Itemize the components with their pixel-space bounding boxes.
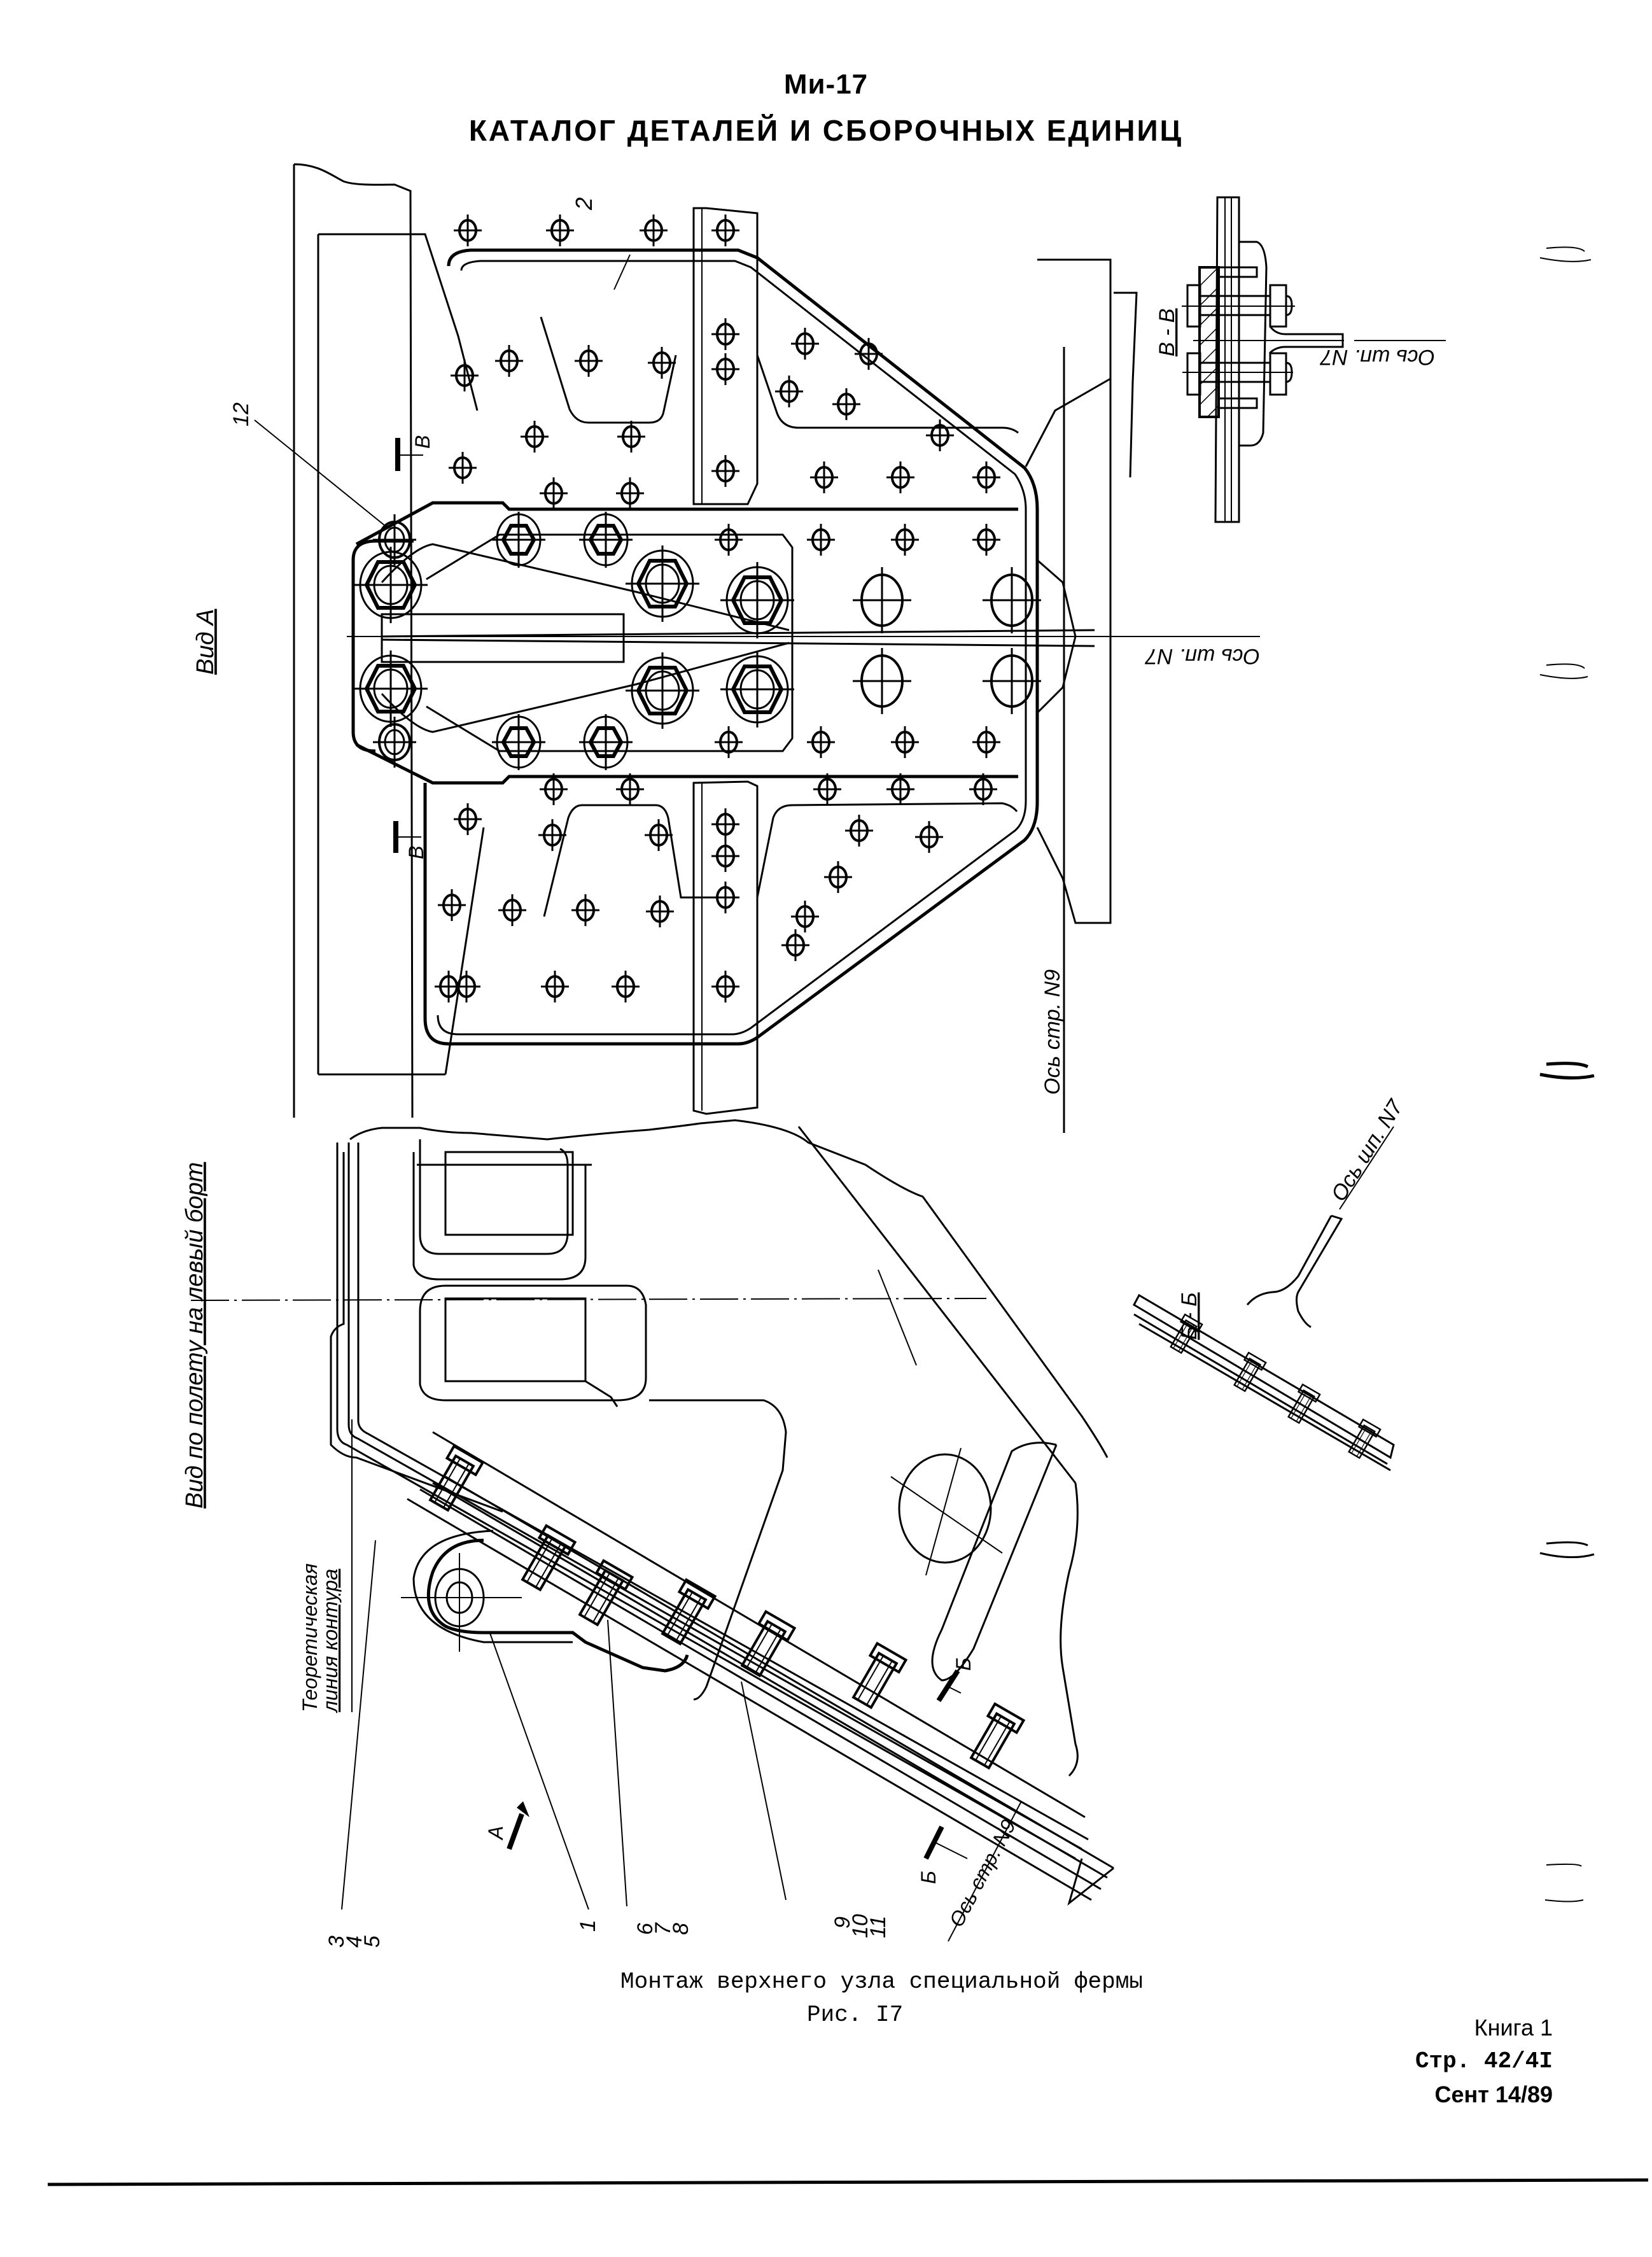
axis-label-frame-7: Ось шп. N7 [1145, 644, 1260, 668]
bolt-assembly [846, 1642, 907, 1712]
bolt-hex [626, 545, 699, 622]
nut [579, 714, 633, 770]
bolt-assembly [423, 1444, 484, 1515]
large-hole [981, 647, 1042, 715]
cutout-upper-left [540, 316, 677, 424]
callout-9: 9 [830, 1916, 855, 1929]
part-label-2: 2 [571, 197, 597, 211]
catalog-title: КАТАЛОГ ДЕТАЛЕЙ И СБОРОЧНЫХ ЕДИНИЦ [468, 114, 1184, 147]
book-number: Книга 1 [1474, 2014, 1553, 2041]
section-bb-label: Б - Б [1177, 1293, 1201, 1340]
callout-11: 11 [866, 1916, 890, 1938]
section-marker-b-top: Б [952, 1657, 975, 1671]
skin-laminate [336, 1143, 1114, 1906]
contour-label-line2: линия контура [319, 1569, 342, 1713]
contour-label-line1: Теоретическая [298, 1563, 321, 1712]
cutout-lower-right [756, 802, 1018, 898]
callout-7: 7 [651, 1922, 675, 1935]
nut [492, 714, 545, 770]
figure-caption: Монтаж верхнего узла специальной фермы [620, 1969, 1143, 1995]
gusset-plate-inner [437, 260, 1027, 1036]
section-vv-label: В - В [1155, 308, 1179, 356]
axis-label-stringer-9: Ось стр. N9 [1040, 969, 1065, 1095]
stringer-9-axis-line [948, 1801, 1022, 1942]
callout-3: 3 [325, 1936, 349, 1948]
section-bb-drawing: Б - Б Ось шп. N7 [1133, 1095, 1408, 1472]
bolt-hex [720, 651, 794, 728]
nut [579, 512, 633, 568]
side-view-axis-label: Ось стр. N9 [944, 1816, 1020, 1931]
bracket-part-1 [426, 1538, 689, 1673]
section-vv-axis-label: Ось шп. N7 [1320, 345, 1435, 369]
cutout-lower-left [543, 804, 732, 917]
callout-10: 10 [848, 1914, 872, 1938]
fitting-slot [381, 613, 625, 663]
leader-part-12 [254, 419, 389, 529]
frame-cutout-lower [649, 1399, 787, 1701]
horizontal-axis-line [190, 1298, 987, 1301]
model-title: Ми-17 [783, 69, 869, 100]
binder-holes [1539, 246, 1595, 1902]
section-bb-skin [1133, 1293, 1395, 1459]
large-hole [981, 566, 1042, 635]
view-a-arrow [507, 1813, 524, 1850]
large-hole [851, 647, 913, 715]
frame-outer-contour [330, 1152, 503, 1513]
figure-number: Рис. I7 [807, 2002, 904, 2028]
lower-stringer [692, 780, 759, 1115]
view-a-label: Вид А [192, 609, 219, 675]
right-frame-member [1036, 258, 1112, 924]
section-marker-b-bottom: Б [917, 1871, 940, 1884]
callout-8: 8 [669, 1923, 693, 1935]
page-number: Стр. 42/4I [1415, 2048, 1553, 2074]
bolt-hex [626, 652, 699, 729]
bolt-hex [720, 562, 794, 638]
frame-7-axis-line [1339, 1126, 1394, 1210]
washer-part-12 [372, 715, 417, 769]
callout-1: 1 [576, 1920, 600, 1932]
callout-6: 6 [633, 1923, 657, 1935]
side-view-label: Вид по полету на левый борт [181, 1162, 208, 1508]
part-label-12: 12 [229, 402, 253, 426]
gusset-plate-outer [423, 248, 1039, 1046]
section-vv-drawing: В - В Ось шп. N7 [1114, 196, 1446, 523]
upper-stringer [692, 207, 759, 505]
revision-date: Сент 14/89 [1434, 2081, 1553, 2107]
side-view-drawing: 3 4 5 1 6 7 8 9 10 11 А Б Б Ось стр. N9 … [181, 1119, 1114, 1948]
hatched-plate [1198, 266, 1220, 418]
view-a-drawing: 2 12 В В Вид А Ось шп. N7 Ось стр. N9 [192, 163, 1260, 1133]
large-hole [851, 566, 913, 635]
callout-4: 4 [342, 1936, 367, 1948]
view-arrow-label-a: А [484, 1826, 507, 1841]
cutout-upper-right [756, 355, 1019, 434]
callout-5: 5 [360, 1936, 384, 1948]
lightening-hole [898, 1453, 992, 1564]
bottom-rule [47, 2178, 1649, 2186]
left-frame-member [293, 163, 414, 1118]
frame-cutout-upper [417, 1139, 592, 1255]
leader-part-2 [613, 254, 631, 290]
callout-leaders [341, 1540, 787, 1910]
section-marker-v-bottom: В [405, 846, 428, 859]
fitting-upper-edge [355, 501, 1018, 546]
frame-top-contour [349, 1119, 1109, 1458]
section-marker-v-top: В [411, 435, 434, 449]
section-bb-axis-label: Ось шп. N7 [1327, 1095, 1408, 1206]
rivet-pattern [433, 213, 1002, 1004]
fitting-lower-edge [355, 743, 1018, 785]
inner-frame-outline [318, 233, 479, 411]
bolt-assembly [964, 1702, 1025, 1773]
